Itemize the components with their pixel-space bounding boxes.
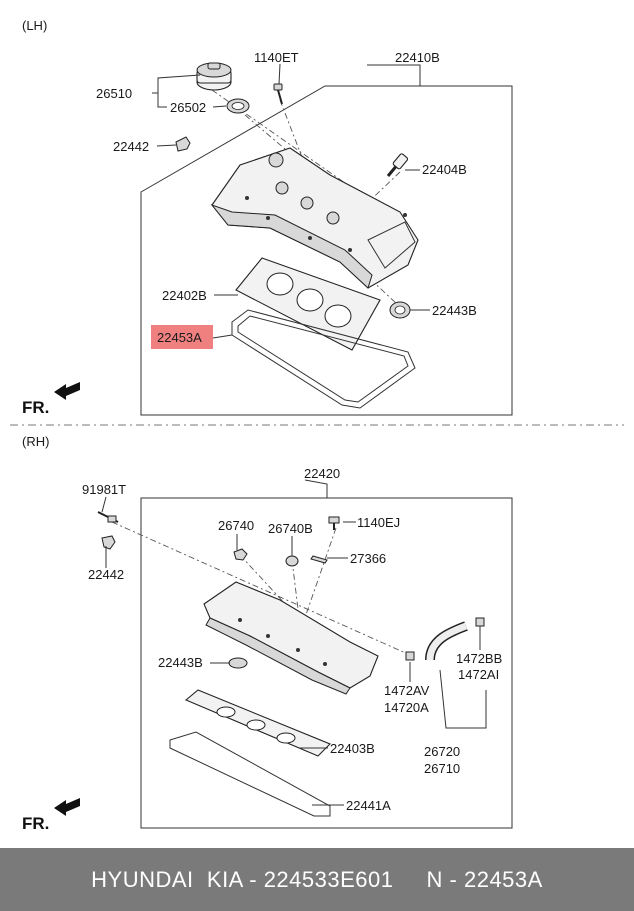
rh-bolt-icon <box>328 516 340 530</box>
label-22442-lh: 22442 <box>113 139 149 154</box>
rh-clip-icon <box>101 535 116 550</box>
label-22441A: 22441A <box>346 798 391 813</box>
label-22453A-highlighted: 22453A <box>157 330 202 345</box>
lh-rocker-cover-icon <box>210 147 419 289</box>
label-22410B: 22410B <box>395 50 440 65</box>
label-22402B: 22402B <box>162 288 207 303</box>
rh-inner-gasket-icon <box>184 689 331 757</box>
label-1472BB: 1472BB <box>456 651 502 666</box>
part-26740B-icon <box>285 555 299 567</box>
front-arrow-icon-rh <box>54 798 80 816</box>
label-26710: 26710 <box>424 761 460 776</box>
lh-spark-seal-icon <box>389 301 411 319</box>
label-22403B: 22403B <box>330 741 375 756</box>
label-26510: 26510 <box>96 86 132 101</box>
footer-text: HYUNDAI KIA - 224533E601 N - 22453A <box>91 866 543 892</box>
label-22420: 22420 <box>304 466 340 481</box>
cap-gasket-icon <box>226 98 250 114</box>
highlight-box <box>151 325 213 349</box>
section-rh-label: (RH) <box>22 434 49 449</box>
part-27366-icon <box>310 555 328 564</box>
label-22442-rh: 22442 <box>88 567 124 582</box>
label-26720: 26720 <box>424 744 460 759</box>
lh-cover-frame <box>140 85 513 416</box>
label-1140ET: 1140ET <box>254 50 299 65</box>
clip-icon <box>175 136 191 152</box>
parts-diagram: (LH) <box>10 18 624 833</box>
label-26740: 26740 <box>218 518 254 533</box>
front-marker-rh: FR. <box>22 814 49 833</box>
section-lh-label: (LH) <box>22 18 47 33</box>
label-22443B-rh: 22443B <box>158 655 203 670</box>
rh-spark-seal-icon <box>228 657 248 669</box>
pcv-valve-icon <box>386 153 409 177</box>
label-27366: 27366 <box>350 551 386 566</box>
lh-outer-gasket-icon <box>231 309 416 409</box>
oil-filler-cap-icon <box>196 62 232 91</box>
front-arrow-icon <box>54 382 80 400</box>
part-number-footer: HYUNDAI KIA - 224533E601 N - 22453A <box>0 848 634 911</box>
label-1472AI: 1472AI <box>458 667 499 682</box>
label-22443B-lh: 22443B <box>432 303 477 318</box>
label-26740B: 26740B <box>268 521 313 536</box>
bracket-icon <box>97 511 119 523</box>
label-22404B: 22404B <box>422 162 467 177</box>
label-26502: 26502 <box>170 100 206 115</box>
breather-hose-icon <box>405 617 485 661</box>
label-14720A: 14720A <box>384 700 429 715</box>
label-1472AV: 1472AV <box>384 683 430 698</box>
lh-inner-gasket-icon <box>235 257 381 351</box>
front-marker-lh: FR. <box>22 398 49 417</box>
label-1140EJ: 1140EJ <box>357 515 400 530</box>
rh-rocker-cover-icon <box>203 581 379 695</box>
part-26740-icon <box>233 548 248 561</box>
bolt-icon <box>273 83 283 105</box>
rh-outer-gasket-icon <box>169 731 331 817</box>
label-91981T: 91981T <box>82 482 126 497</box>
